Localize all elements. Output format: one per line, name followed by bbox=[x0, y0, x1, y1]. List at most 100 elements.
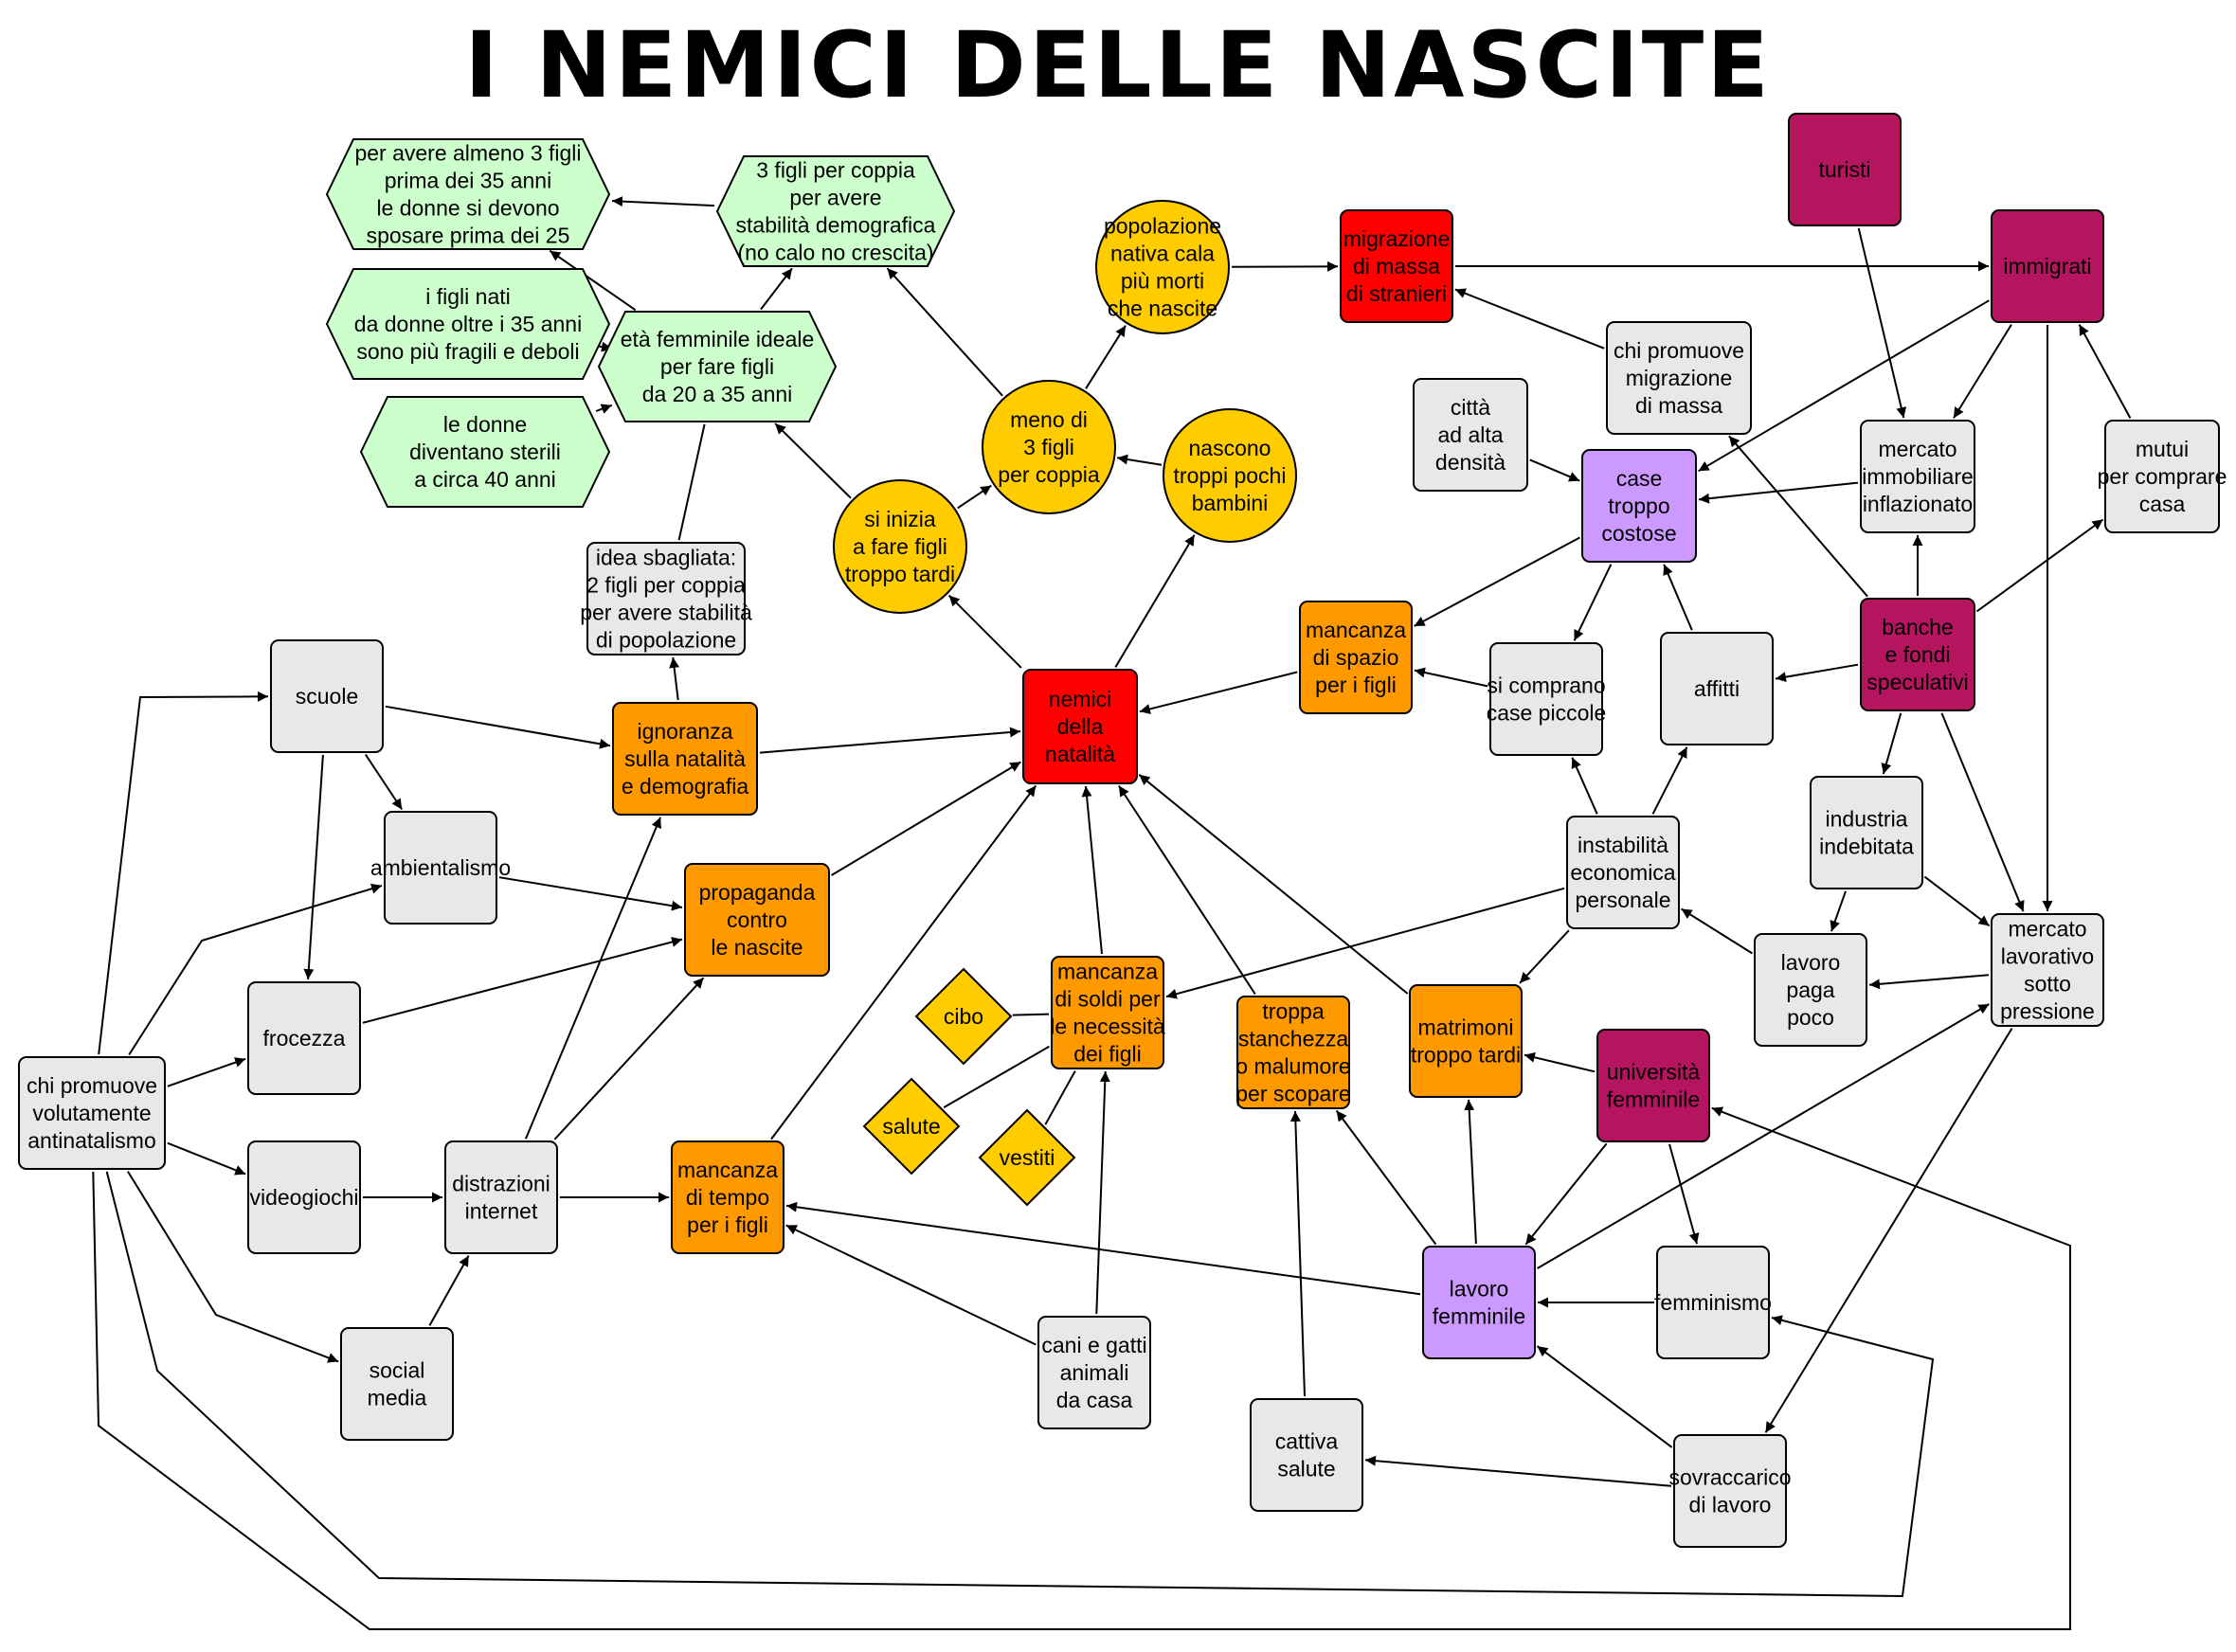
node-label-line: femminile bbox=[1433, 1304, 1525, 1329]
node-label-line: ad alta bbox=[1437, 422, 1503, 447]
node-label-line: cattiva bbox=[1275, 1429, 1339, 1454]
diamond-shape bbox=[914, 967, 1013, 1066]
node-label-line: meno di bbox=[1010, 407, 1088, 432]
hex-shape bbox=[597, 311, 838, 422]
node-label-line: nativa cala bbox=[1110, 242, 1215, 266]
arrow-case-to-casepiccole bbox=[1573, 564, 1613, 641]
rect-shape bbox=[1022, 669, 1138, 784]
hex-shape bbox=[715, 155, 956, 267]
node-label-line: di popolazione bbox=[596, 628, 736, 653]
node-instabilita: instabilità economica personale bbox=[1566, 816, 1680, 929]
arrow-instabilita-to-matrimoni bbox=[1519, 929, 1570, 984]
arrow-lavfem-to-matrimoni bbox=[1464, 1099, 1477, 1245]
node-label-line: lavoro bbox=[1781, 950, 1841, 975]
node-label-line: si comprano bbox=[1487, 673, 1605, 698]
node-label-line: vestiti bbox=[1000, 1145, 1055, 1170]
node-label-line: che nascite bbox=[1108, 296, 1217, 321]
node-label-line: poco bbox=[1787, 1005, 1834, 1030]
node-label-line: per coppia bbox=[998, 462, 1100, 487]
node-label-line: troppo tardi bbox=[1411, 1043, 1521, 1068]
node-label-line: per avere stabilità bbox=[580, 601, 752, 625]
arrow-stanchezza-to-nemici bbox=[1118, 784, 1256, 996]
arrow-sovraccarico-to-lavfem bbox=[1536, 1345, 1673, 1448]
node-label-line: affitti bbox=[1694, 676, 1740, 701]
rect-shape bbox=[1991, 913, 2104, 1027]
arrow-spazio-to-nemici bbox=[1139, 671, 1298, 714]
node-label-line: università bbox=[1607, 1060, 1701, 1085]
hex-shape bbox=[325, 138, 611, 250]
rect-shape bbox=[1673, 1434, 1787, 1548]
node-label-line: prima dei 35 anni bbox=[385, 169, 551, 193]
arrow-chipromuovemig-to-migrazione bbox=[1454, 288, 1605, 350]
node-label-line: età femminile ideale bbox=[621, 327, 815, 351]
node-label-line: stanchezza bbox=[1238, 1027, 1349, 1051]
node-label-line: personale bbox=[1575, 888, 1670, 912]
arrow-idea-to-eta bbox=[677, 423, 706, 541]
node-turisti: turisti bbox=[1788, 113, 1902, 226]
rect-shape bbox=[1051, 956, 1164, 1069]
arrow-case-to-spazio bbox=[1414, 536, 1580, 627]
arrow-universita-to-femminismo bbox=[1668, 1143, 1700, 1245]
node-label-line: lavorativo bbox=[2001, 944, 2094, 969]
node-label-line: social bbox=[370, 1358, 425, 1383]
node-label-line: nemici bbox=[1049, 687, 1111, 711]
arrow-nemici-to-tardi bbox=[947, 594, 1022, 669]
node-label-line: più morti bbox=[1121, 269, 1204, 294]
node-label-line: instabilità bbox=[1578, 833, 1668, 857]
rect-shape bbox=[671, 1140, 784, 1254]
node-label-line: per i figli bbox=[687, 1212, 768, 1237]
node-label-line: lavoro bbox=[1450, 1277, 1509, 1302]
rect-shape bbox=[1991, 209, 2104, 323]
node-label-line: contro bbox=[727, 907, 787, 932]
node-label-line: frocezza bbox=[263, 1026, 346, 1050]
node-label-line: propaganda bbox=[699, 880, 816, 905]
rect-shape bbox=[1606, 321, 1752, 435]
arrow-chipromuove-to-ambientalismo bbox=[128, 883, 383, 1056]
arrow-soldi-to-nemici bbox=[1081, 785, 1103, 955]
node-videogiochi: videogiochi bbox=[247, 1140, 361, 1254]
node-label-line: sposare prima dei 25 bbox=[367, 224, 570, 248]
arrow-figli3-to-sposare bbox=[611, 196, 715, 207]
arrow-citta-to-case bbox=[1529, 458, 1580, 482]
node-label-line: densità bbox=[1435, 450, 1506, 475]
node-label-line: migrazione bbox=[1343, 226, 1451, 251]
rect-shape bbox=[1788, 113, 1902, 226]
rect-shape bbox=[1037, 1316, 1151, 1429]
arrow-mercatoimm-to-case bbox=[1698, 481, 1859, 504]
rect-shape bbox=[384, 811, 497, 925]
node-label-line: cibo bbox=[944, 1004, 983, 1029]
arrow-chipromuove-to-scuole bbox=[98, 691, 269, 1055]
arrow-immigrati-to-mercatoimm bbox=[1953, 324, 2012, 419]
node-label-line: industria bbox=[1826, 807, 1908, 832]
node-label-line: economica bbox=[1570, 860, 1675, 885]
arrow-banche-to-industria bbox=[1881, 712, 1902, 775]
node-label-line: di tempo bbox=[686, 1185, 769, 1210]
arrow-eta-to-sterili bbox=[595, 404, 613, 414]
arrow-propaganda-to-nemici bbox=[831, 761, 1021, 876]
diamond-shape bbox=[978, 1108, 1076, 1207]
node-label-line: per comprare bbox=[2098, 464, 2227, 489]
circle-shape bbox=[1095, 200, 1230, 334]
arrow-matrimoni-to-nemici bbox=[1138, 774, 1409, 995]
node-ambientalismo: ambientalismo bbox=[370, 811, 511, 925]
node-label-line: immigrati bbox=[2003, 254, 2091, 278]
arrow-distrazioni-to-ignoranza bbox=[524, 817, 662, 1140]
node-label-line: le nascite bbox=[711, 935, 802, 960]
arrow-instabilita-to-casepiccole bbox=[1571, 757, 1598, 815]
diamond-shape bbox=[862, 1077, 961, 1176]
arrow-scuole-to-ambientalismo bbox=[364, 753, 404, 811]
